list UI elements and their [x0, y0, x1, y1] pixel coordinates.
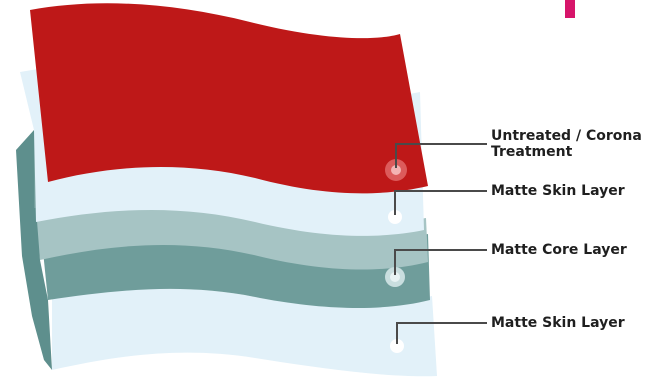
leader-line-skin-top: [394, 190, 487, 215]
label-treatment-line1: Untreated / Corona: [491, 128, 642, 144]
skin-bottom-marker: [390, 339, 404, 353]
red-treatment-sheet: [30, 3, 428, 194]
core-marker: [390, 272, 400, 282]
red-layer-marker: [391, 165, 401, 175]
label-core: Matte Core Layer: [491, 242, 627, 258]
label-skin-bottom: Matte Skin Layer: [491, 315, 625, 331]
leader-line-skin-bottom: [396, 322, 487, 344]
bottom-skin-sheet: [52, 288, 437, 377]
leader-line-core: [394, 249, 487, 275]
core-layer-sheet: [34, 197, 428, 270]
leader-line-treatment: [395, 143, 487, 168]
label-treatment-line2: Treatment: [491, 144, 573, 160]
label-treatment: Untreated / Corona Treatment: [491, 128, 642, 160]
accent-bar: [565, 0, 575, 18]
label-skin-top: Matte Skin Layer: [491, 183, 625, 199]
stack-side-edge: [16, 130, 52, 370]
skin-top-marker: [388, 210, 402, 224]
